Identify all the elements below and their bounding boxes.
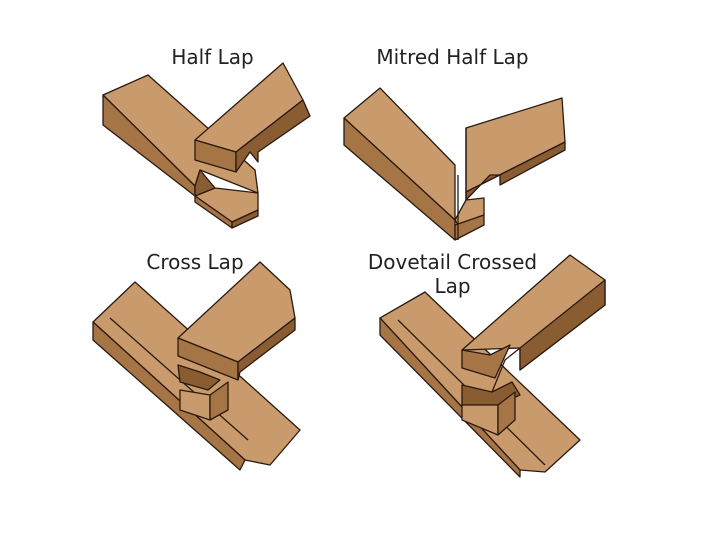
label-cross-lap: Cross Lap [146, 250, 244, 274]
label-dovetail-line2: Lap [434, 274, 471, 298]
half-lap-upper-board [194, 62, 311, 173]
dovetail-crossed-lap-joint [379, 254, 606, 478]
mitred-left-board [343, 87, 456, 241]
dovetail-upper-board [461, 254, 606, 379]
cross-lap-notch [177, 364, 229, 421]
mitred-half-lap-joint [343, 87, 566, 241]
label-dovetail-line1: Dovetail Crossed [367, 250, 538, 274]
label-half-lap: Half Lap [171, 45, 254, 69]
mitred-right-board [465, 97, 566, 201]
dovetail-socket [461, 347, 521, 436]
cross-lap-joint [92, 261, 301, 471]
mitred-joint-foot [454, 175, 485, 241]
half-lap-joint [102, 62, 311, 229]
cross-lap-upper-board [177, 261, 296, 381]
label-dovetail-crossed-lap: Dovetail Crossed Lap [340, 250, 565, 298]
label-mitred-half-lap: Mitred Half Lap [376, 45, 529, 69]
